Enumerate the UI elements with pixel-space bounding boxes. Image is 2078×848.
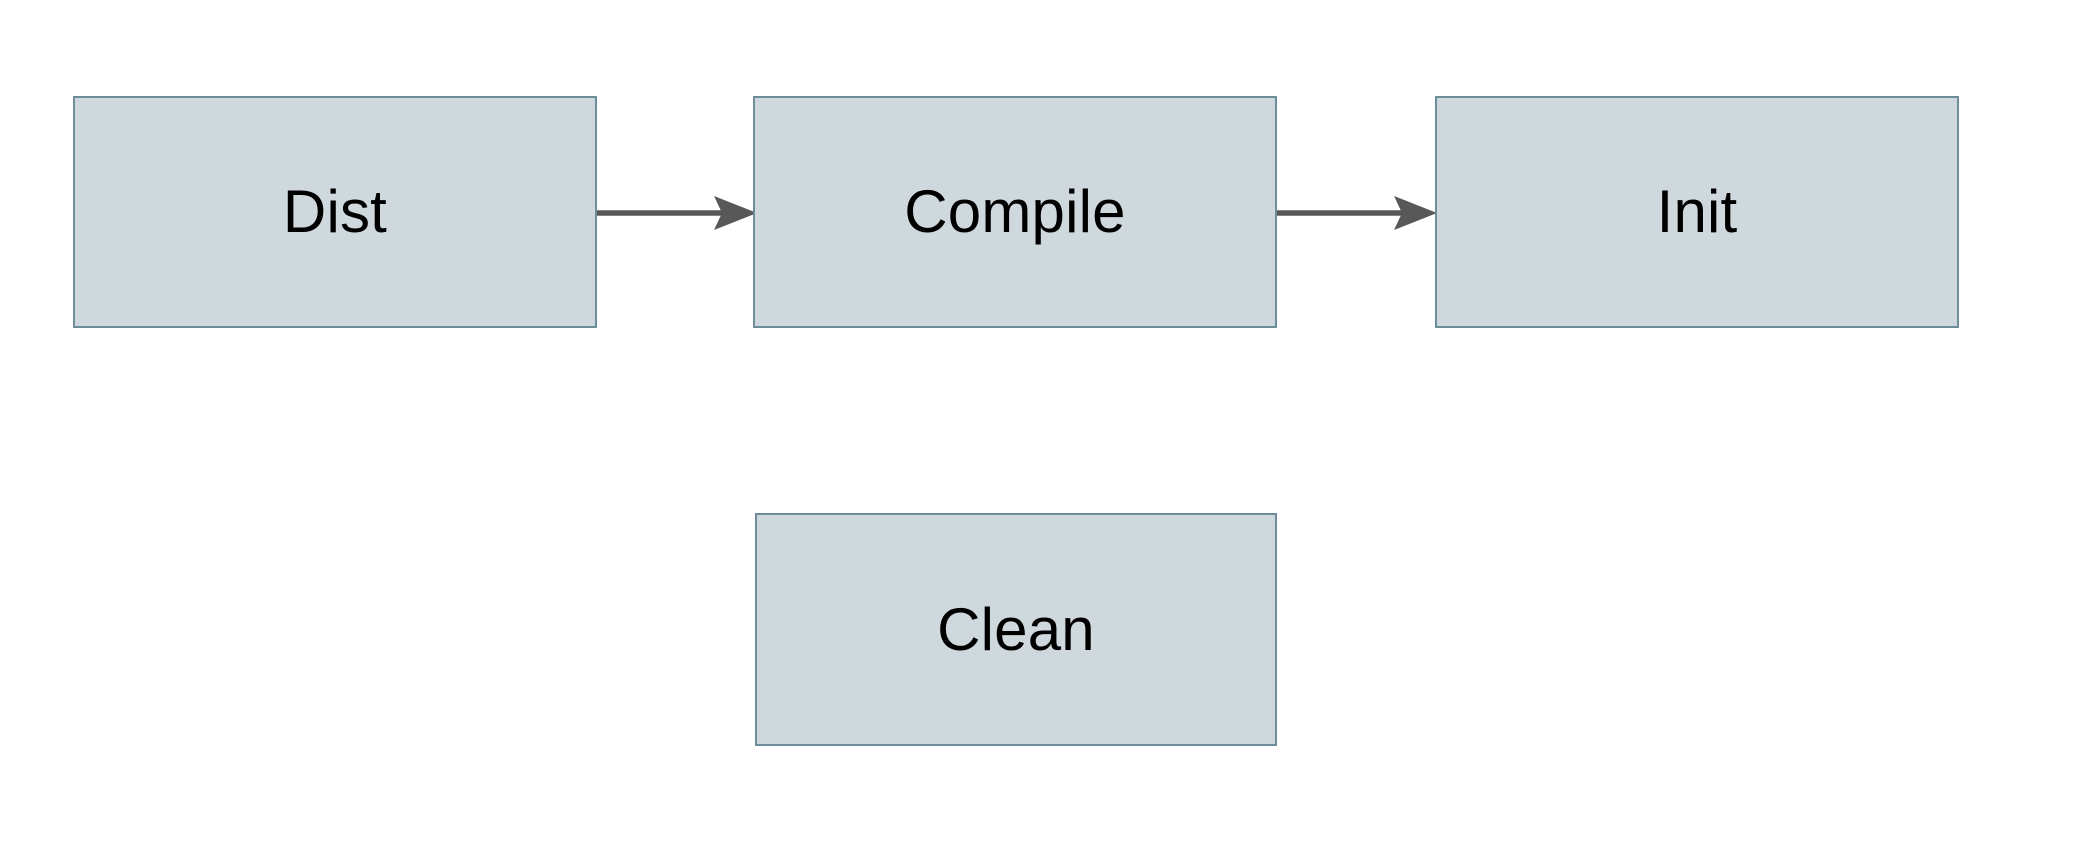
edge-compile-init[interactable]: [1277, 196, 1437, 230]
node-init-label: Init: [1656, 178, 1738, 245]
node-init[interactable]: Init: [1435, 96, 1959, 328]
edge-dist-compile-arrowhead: [714, 196, 757, 230]
node-clean-label: Clean: [937, 595, 1095, 663]
edge-dist-compile[interactable]: [597, 196, 757, 230]
node-dist[interactable]: Dist: [73, 96, 597, 328]
node-compile[interactable]: Compile: [753, 96, 1277, 328]
edge-compile-init-arrowhead: [1394, 196, 1437, 230]
node-compile-label: Compile: [904, 178, 1126, 245]
node-clean[interactable]: Clean: [755, 513, 1277, 746]
node-dist-label: Dist: [282, 178, 388, 245]
